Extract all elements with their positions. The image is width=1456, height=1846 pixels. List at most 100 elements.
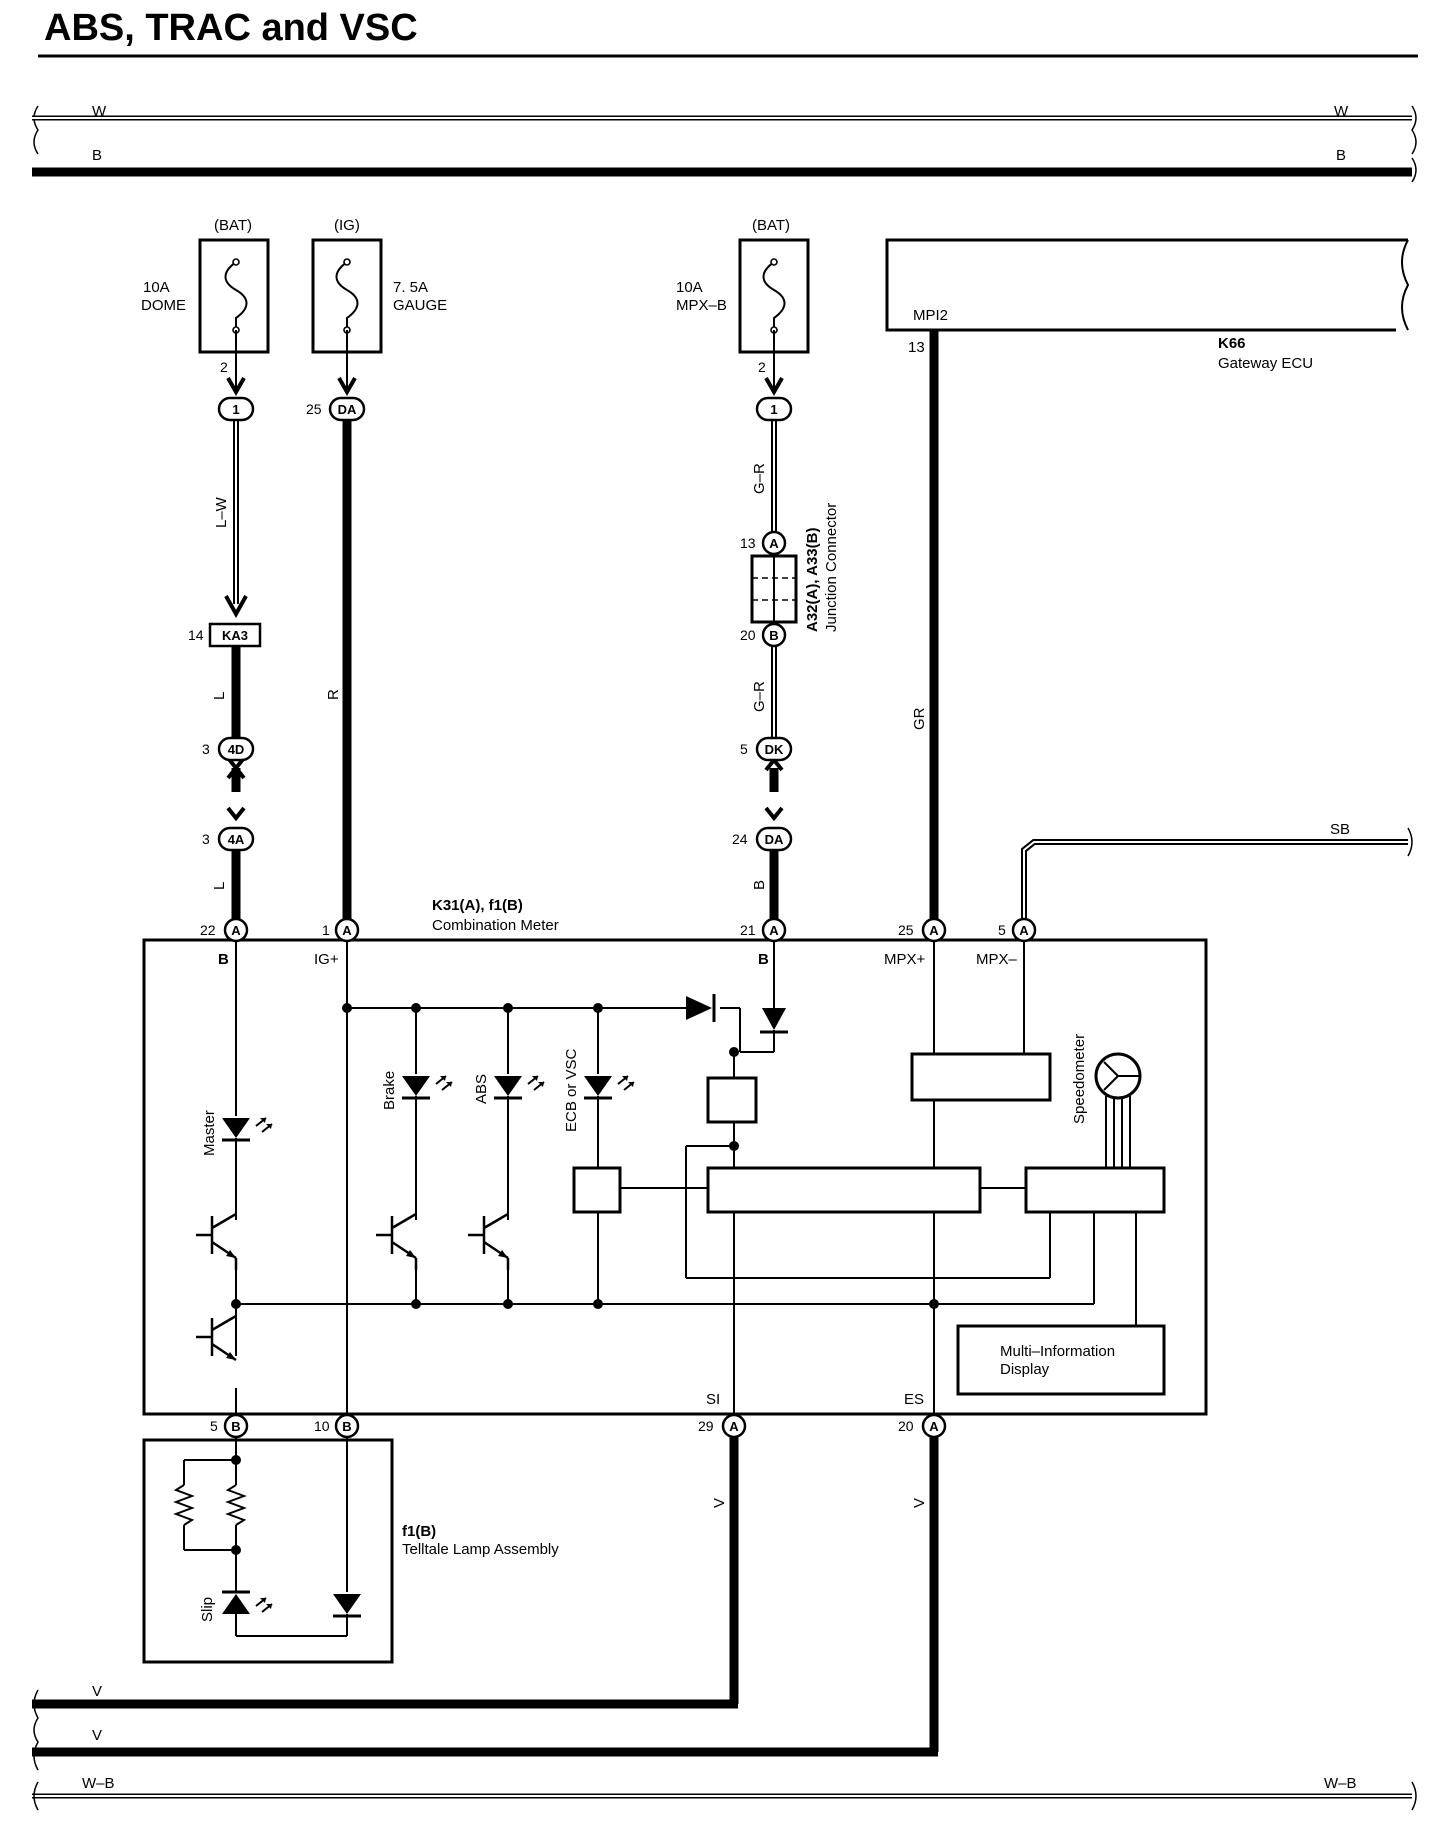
connector-da2-pin: 24 xyxy=(732,831,748,847)
wire-si-color: V xyxy=(711,1498,728,1508)
rail-b-label-left: B xyxy=(92,147,102,164)
rail-wb xyxy=(32,1781,1417,1811)
dome-fuse-pin: 2 xyxy=(220,359,228,375)
wire-gauge-color: R xyxy=(325,689,342,700)
fuse-gauge-name: GAUGE xyxy=(393,297,447,314)
bpin-20-conn: A xyxy=(929,1419,939,1434)
connector-dome-1 xyxy=(217,396,255,422)
led-abs xyxy=(494,1075,545,1100)
speedometer-label: Speedometer xyxy=(1071,1034,1088,1124)
fuse-dome xyxy=(198,238,270,354)
connector-gauge-pin: 25 xyxy=(306,401,322,417)
junction-dots xyxy=(231,1003,939,1309)
bpin-5-conn: B xyxy=(231,1419,240,1434)
pin-1-name: IG+ xyxy=(314,951,339,968)
wire-mpx-3-color: B xyxy=(751,880,768,890)
telltale-circuit xyxy=(173,1437,348,1637)
pin-22-name: B xyxy=(218,951,229,968)
bpin-10-num: 10 xyxy=(314,1418,330,1434)
display-label-1: Multi–Information xyxy=(1000,1343,1115,1360)
connector-dk xyxy=(755,736,793,762)
rail-wb-label-left: W–B xyxy=(82,1775,115,1792)
junction-name: Junction Connector xyxy=(823,503,840,632)
bpin-20-num: 20 xyxy=(898,1418,914,1434)
led-ecb-label: ECB or VSC xyxy=(563,1048,580,1132)
meter-code: K31(A), f1(B) xyxy=(432,897,523,914)
wire-sb xyxy=(1021,827,1413,920)
meter-bottom-pins xyxy=(223,1413,947,1439)
rail-wb-label-right: W–B xyxy=(1324,1775,1357,1792)
wire-es xyxy=(32,1437,939,1757)
transistor-abs xyxy=(468,1212,510,1270)
connector-4d-label: 4D xyxy=(228,742,245,757)
meter-name: Combination Meter xyxy=(432,917,559,934)
fuse-dome-rating: 10A xyxy=(143,279,170,296)
cpu-box xyxy=(706,1166,982,1214)
bpin-es-name: ES xyxy=(904,1391,924,1408)
fuse-gauge-rating: 7. 5A xyxy=(393,279,428,296)
gateway-code: K66 xyxy=(1218,335,1246,352)
led-brake-label: Brake xyxy=(381,1071,398,1110)
transistor-master xyxy=(196,1212,238,1270)
junction-code: A32(A), A33(B) xyxy=(804,528,821,632)
connector-ka3-pin: 14 xyxy=(188,627,204,643)
rail-b-label-right: B xyxy=(1336,147,1346,164)
bpin-10-conn: B xyxy=(342,1419,351,1434)
wire-dome-3-color: L xyxy=(211,882,228,890)
pin-5-name: MPX– xyxy=(976,951,1018,968)
gateway-pin-name: MPI2 xyxy=(913,307,948,324)
connector-ka3 xyxy=(208,622,262,648)
meter-top-pins xyxy=(223,917,1037,943)
diode-b xyxy=(760,1008,788,1034)
fuse-mpx-source: (BAT) xyxy=(752,217,790,234)
wire-gr-color: GR xyxy=(911,707,928,730)
rail-w-label-right: W xyxy=(1334,103,1349,120)
gateway-name: Gateway ECU xyxy=(1218,355,1313,372)
led-ecb-vsc xyxy=(584,1075,635,1100)
led-master-label: Master xyxy=(201,1110,218,1156)
connector-4a-label: 4A xyxy=(228,832,245,847)
rail-v2-label: V xyxy=(92,1727,102,1744)
gauge-wiring xyxy=(337,330,357,920)
wire-sb-label: SB xyxy=(1330,821,1350,838)
pin-5-num: 5 xyxy=(998,922,1006,938)
junction-b-pin: 20 xyxy=(740,627,756,643)
wire-dome-1-color: L–W xyxy=(213,496,230,528)
combination-meter xyxy=(142,938,1208,1416)
gateway-pin-number: 13 xyxy=(908,339,925,356)
pin-21-num: 21 xyxy=(740,922,756,938)
diode-ig xyxy=(686,994,716,1022)
page-title: ABS, TRAC and VSC xyxy=(44,7,418,49)
junction-a-pin: 13 xyxy=(740,535,756,551)
bpin-5-num: 5 xyxy=(210,1418,218,1434)
led-abs-label: ABS xyxy=(473,1074,490,1104)
pin-1-conn: A xyxy=(342,923,352,938)
gauge-driver-box xyxy=(1024,1166,1166,1214)
meter-internal-circuit xyxy=(235,941,1137,1414)
wire-mpx-1-color: G–R xyxy=(751,463,768,494)
connector-4a xyxy=(217,826,255,852)
telltale-name: Telltale Lamp Assembly xyxy=(402,1541,559,1558)
speedometer-icon xyxy=(1094,1052,1142,1168)
wire-si xyxy=(32,1437,739,1709)
connector-dk-pin: 5 xyxy=(740,741,748,757)
connector-4d xyxy=(217,736,255,762)
junction-b-label: B xyxy=(769,628,778,643)
bpin-si-name: SI xyxy=(706,1391,720,1408)
connector-ka3-label: KA3 xyxy=(222,628,248,643)
pin-21-name: B xyxy=(758,951,769,968)
bpin-29-conn: A xyxy=(729,1419,739,1434)
mpx-wiring xyxy=(764,330,784,920)
junction-connector xyxy=(750,530,798,648)
telltale-dots xyxy=(231,1455,241,1555)
diode-telltale xyxy=(333,1594,361,1618)
connector-mpx-1 xyxy=(755,396,793,422)
mpx-fuse-pin: 2 xyxy=(758,359,766,375)
fuse-dome-source: (BAT) xyxy=(214,217,252,234)
fuse-gauge-source: (IG) xyxy=(334,217,360,234)
led-brake xyxy=(402,1075,453,1100)
rail-w-label-left: W xyxy=(92,103,107,120)
pin-25-num: 25 xyxy=(898,922,914,938)
pin-22-conn: A xyxy=(231,923,241,938)
